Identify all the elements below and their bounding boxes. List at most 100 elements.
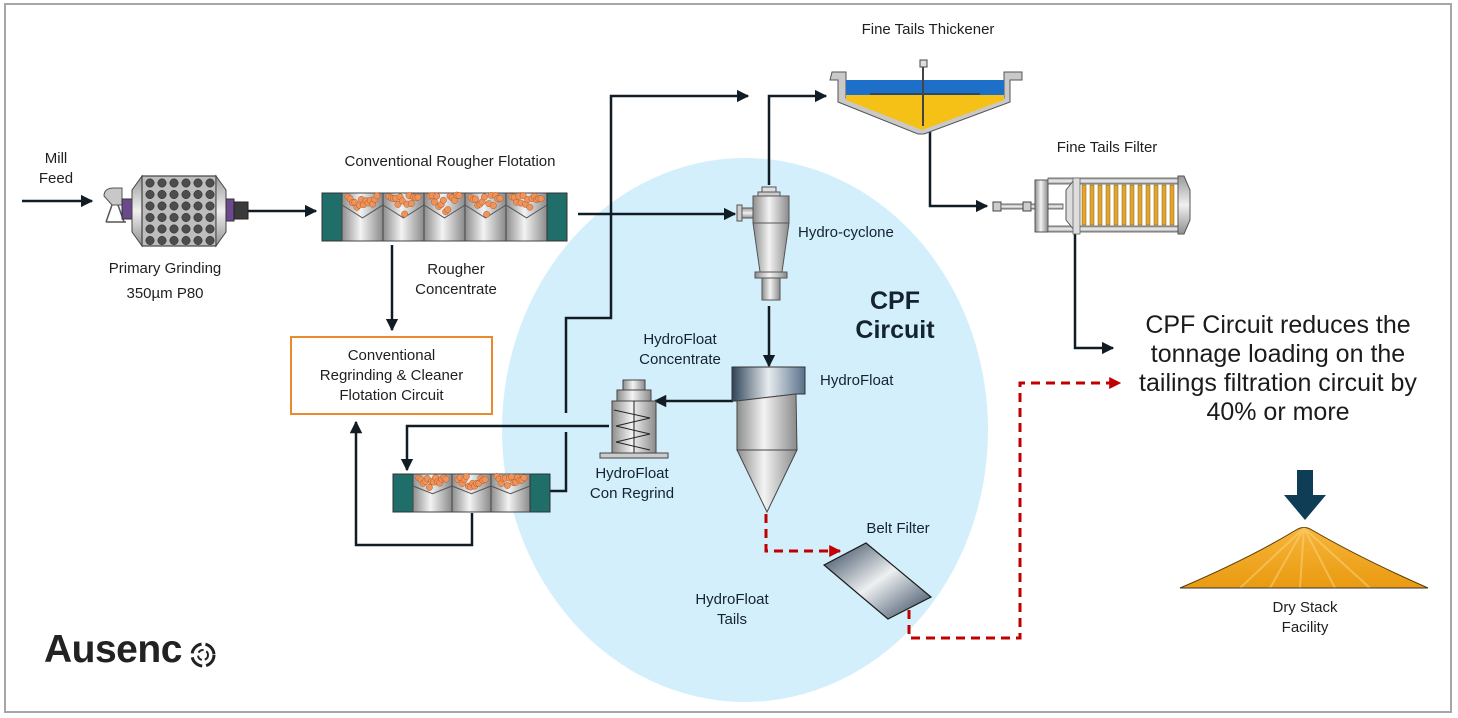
ausenco-logo-text: Ausenc: [44, 628, 182, 671]
cpf-circuit-title: CPF Circuit: [845, 287, 945, 345]
mill-liner-dot: [158, 179, 166, 187]
regrind-cleaner-circuit-label: Conventional Regrinding & Cleaner Flotat…: [320, 346, 463, 406]
hydrofloat-tails-label: HydroFloat Tails: [680, 590, 784, 630]
mill-liner-dot: [206, 202, 214, 210]
mill-liner-dot: [170, 236, 178, 244]
rougher-flotation-label: Conventional Rougher Flotation: [320, 152, 580, 172]
froth-bubble: [490, 202, 496, 208]
filter-press-icon: [993, 176, 1190, 234]
mill-liner-dot: [170, 202, 178, 210]
filter-plate: [1122, 185, 1126, 225]
filter-plate: [1098, 185, 1102, 225]
regrind-cleaner-circuit-box: Conventional Regrinding & Cleaner Flotat…: [290, 336, 493, 415]
cpf-benefit-callout: CPF Circuit reduces the tonnage loading …: [1118, 311, 1438, 427]
mill-liner-dot: [170, 190, 178, 198]
mill-liner-dot: [158, 213, 166, 221]
rougher-concentrate-label: Rougher Concentrate: [404, 260, 508, 300]
froth-bubble: [481, 194, 487, 200]
filter-plate: [1114, 185, 1118, 225]
primary-grinding-label: Primary Grinding: [90, 259, 240, 279]
hydrofloat-concentrate-label: HydroFloat Concentrate: [628, 330, 732, 370]
cleaner-flotation-bank-icon: [393, 473, 550, 512]
mill-liner-dot: [182, 213, 190, 221]
froth-bubble: [443, 476, 449, 482]
mill-liner-dot: [194, 225, 202, 233]
filter-plate: [1162, 185, 1166, 225]
mill-liner-dot: [206, 190, 214, 198]
mill-liner-dot: [170, 225, 178, 233]
mill-liner-dot: [182, 202, 190, 210]
flotation-bank-end: [322, 193, 342, 241]
rougher-flotation-bank-icon: [322, 192, 567, 241]
mill-liner-dot: [194, 202, 202, 210]
froth-bubble: [538, 196, 544, 202]
froth-bubble: [504, 482, 510, 488]
ausenco-logo: Ausenc: [44, 628, 182, 672]
froth-bubble: [440, 197, 446, 203]
down-arrow-icon: [1284, 470, 1326, 520]
mill-liner-dot: [206, 179, 214, 187]
filter-plate: [1090, 185, 1094, 225]
belt-filter-label: Belt Filter: [856, 519, 940, 539]
froth-bubble: [374, 193, 380, 199]
mill-liner-dot: [194, 236, 202, 244]
thickener-icon: [830, 60, 1022, 134]
filter-plate: [1170, 185, 1174, 225]
mill-liner-dot: [170, 179, 178, 187]
thickener-underflow-to-filter-line: [930, 132, 987, 206]
froth-bubble: [521, 475, 527, 481]
mill-liner-dot: [194, 179, 202, 187]
filter-plate: [1146, 185, 1150, 225]
froth-bubble: [426, 484, 432, 490]
froth-bubble: [456, 192, 462, 198]
hydrofloat-con-regrind-label: HydroFloat Con Regrind: [580, 464, 684, 504]
froth-bubble: [401, 211, 407, 217]
mill-liner-dot: [158, 190, 166, 198]
ausenco-logo-mark: [192, 644, 214, 666]
mill-liner-dot: [146, 179, 154, 187]
hydrofloat-label: HydroFloat: [820, 371, 910, 391]
froth-bubble: [463, 473, 469, 479]
fine-tails-thickener-label: Fine Tails Thickener: [838, 20, 1018, 40]
mill-liner-dot: [206, 225, 214, 233]
mill-liner-dot: [182, 236, 190, 244]
mill-liner-dot: [182, 179, 190, 187]
mill-liner-dot: [158, 225, 166, 233]
mill-liner-dot: [146, 190, 154, 198]
froth-bubble: [497, 195, 503, 201]
filter-plate: [1106, 185, 1110, 225]
hydrocyclone-label: Hydro-cyclone: [798, 223, 913, 243]
froth-bubble: [408, 200, 414, 206]
froth-bubble: [527, 204, 533, 210]
froth-bubble: [483, 211, 489, 217]
froth-bubble: [482, 476, 488, 482]
mill-liner-dot: [206, 236, 214, 244]
dry-stack-icon: [1180, 528, 1428, 589]
mill-liner-dot: [158, 236, 166, 244]
dry-stack-facility-label: Dry Stack Facility: [1255, 598, 1355, 638]
mill-liner-dot: [206, 213, 214, 221]
filter-plates: [1082, 185, 1174, 225]
filter-plate: [1138, 185, 1142, 225]
fine-tails-filter-label: Fine Tails Filter: [1040, 138, 1174, 158]
mill-liner-dot: [182, 225, 190, 233]
flotation-bank-end: [530, 474, 550, 512]
froth-bubble: [415, 194, 421, 200]
froth-bubble: [508, 474, 514, 480]
froth-bubble: [445, 206, 451, 212]
mill-liner-dot: [146, 213, 154, 221]
filter-plate: [1082, 185, 1086, 225]
flotation-bank-end: [393, 474, 413, 512]
grinding-mill-icon: [104, 176, 248, 246]
mill-liner-dot: [182, 190, 190, 198]
mill-liner-dot: [146, 202, 154, 210]
filter-to-dry-stack-line: [1075, 232, 1113, 348]
mill-liner-dot: [158, 202, 166, 210]
mill-liner-dot: [146, 225, 154, 233]
froth-bubble: [433, 193, 439, 199]
mill-liner-dot: [170, 213, 178, 221]
filter-plate: [1154, 185, 1158, 225]
grinding-spec-label: 350µm P80: [90, 284, 240, 304]
froth-bubble: [472, 196, 478, 202]
mill-liner-dot: [194, 213, 202, 221]
